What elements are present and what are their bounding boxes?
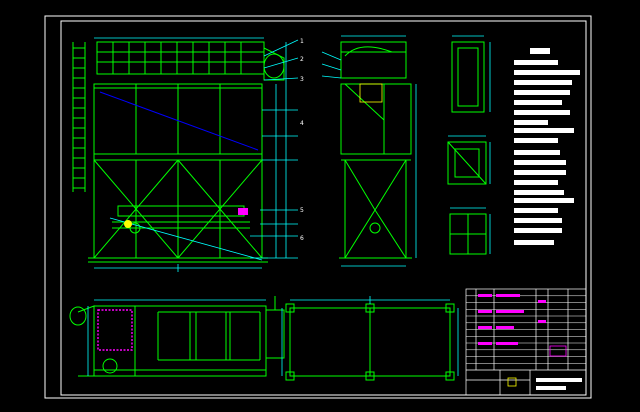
callout-label: 1 [300,38,304,45]
side-elevation [339,41,412,259]
notes-block [514,48,580,245]
inner-frame [60,20,587,396]
callout-label: 4 [300,120,304,127]
ladder [72,42,86,192]
side-dimensions [321,35,417,267]
side-yellow-box [359,83,383,103]
detail-view-3 [449,213,487,255]
foundation-plan [285,303,455,381]
foundation-dimensions [281,296,459,376]
front-dimensions [94,37,299,272]
detail-view-1 [451,41,485,113]
callout-label: 5 [300,207,304,214]
fan-yellow [124,220,132,228]
plan-view [69,296,285,377]
plan-bag-grid [97,309,133,351]
motor-magenta [238,208,248,215]
callout-label: 2 [300,56,304,63]
front-elevation [72,41,285,263]
callout-label: 6 [300,235,304,242]
diagonal-blue [99,91,259,151]
detail-dimensions [448,35,491,254]
title-block-fills [478,294,582,390]
callout-label: 3 [300,76,304,83]
outer-frame [44,15,592,399]
detail-view-2 [447,141,487,185]
diagonal-cyan [109,217,263,261]
plan-dimensions [87,299,266,376]
callout-markers: 1 2 3 4 5 6 [300,38,304,242]
